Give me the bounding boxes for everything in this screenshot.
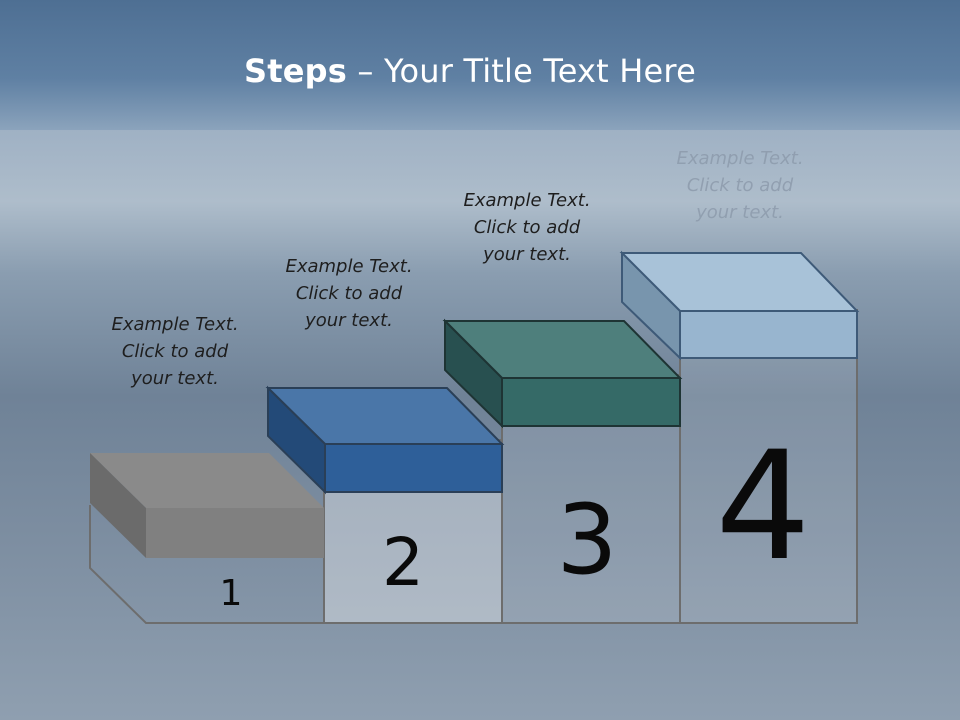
step-3-text[interactable]: Example Text. Click to add your text. — [463, 190, 591, 265]
step-4-block — [619, 250, 860, 361]
slide-title[interactable]: Steps – Your Title Text Here — [0, 52, 940, 90]
step-1-block — [90, 453, 324, 558]
step-2-block — [265, 385, 505, 495]
title-rest: – Your Title Text Here — [347, 52, 696, 90]
step-4-outline — [679, 309, 858, 624]
step-2-text[interactable]: Example Text. Click to add your text. — [285, 256, 413, 331]
title-bold: Steps — [244, 52, 348, 90]
step-1-number: 1 — [220, 573, 243, 614]
step-3-block — [442, 318, 683, 429]
step-2-number: 2 — [382, 524, 424, 601]
step-4-number: 4 — [715, 420, 810, 594]
title-band — [0, 0, 960, 130]
step-4-text[interactable]: Example Text. Click to add your text. — [676, 148, 804, 223]
step-1-text[interactable]: Example Text. Click to add your text. — [111, 314, 239, 389]
step-3-number: 3 — [556, 484, 617, 596]
